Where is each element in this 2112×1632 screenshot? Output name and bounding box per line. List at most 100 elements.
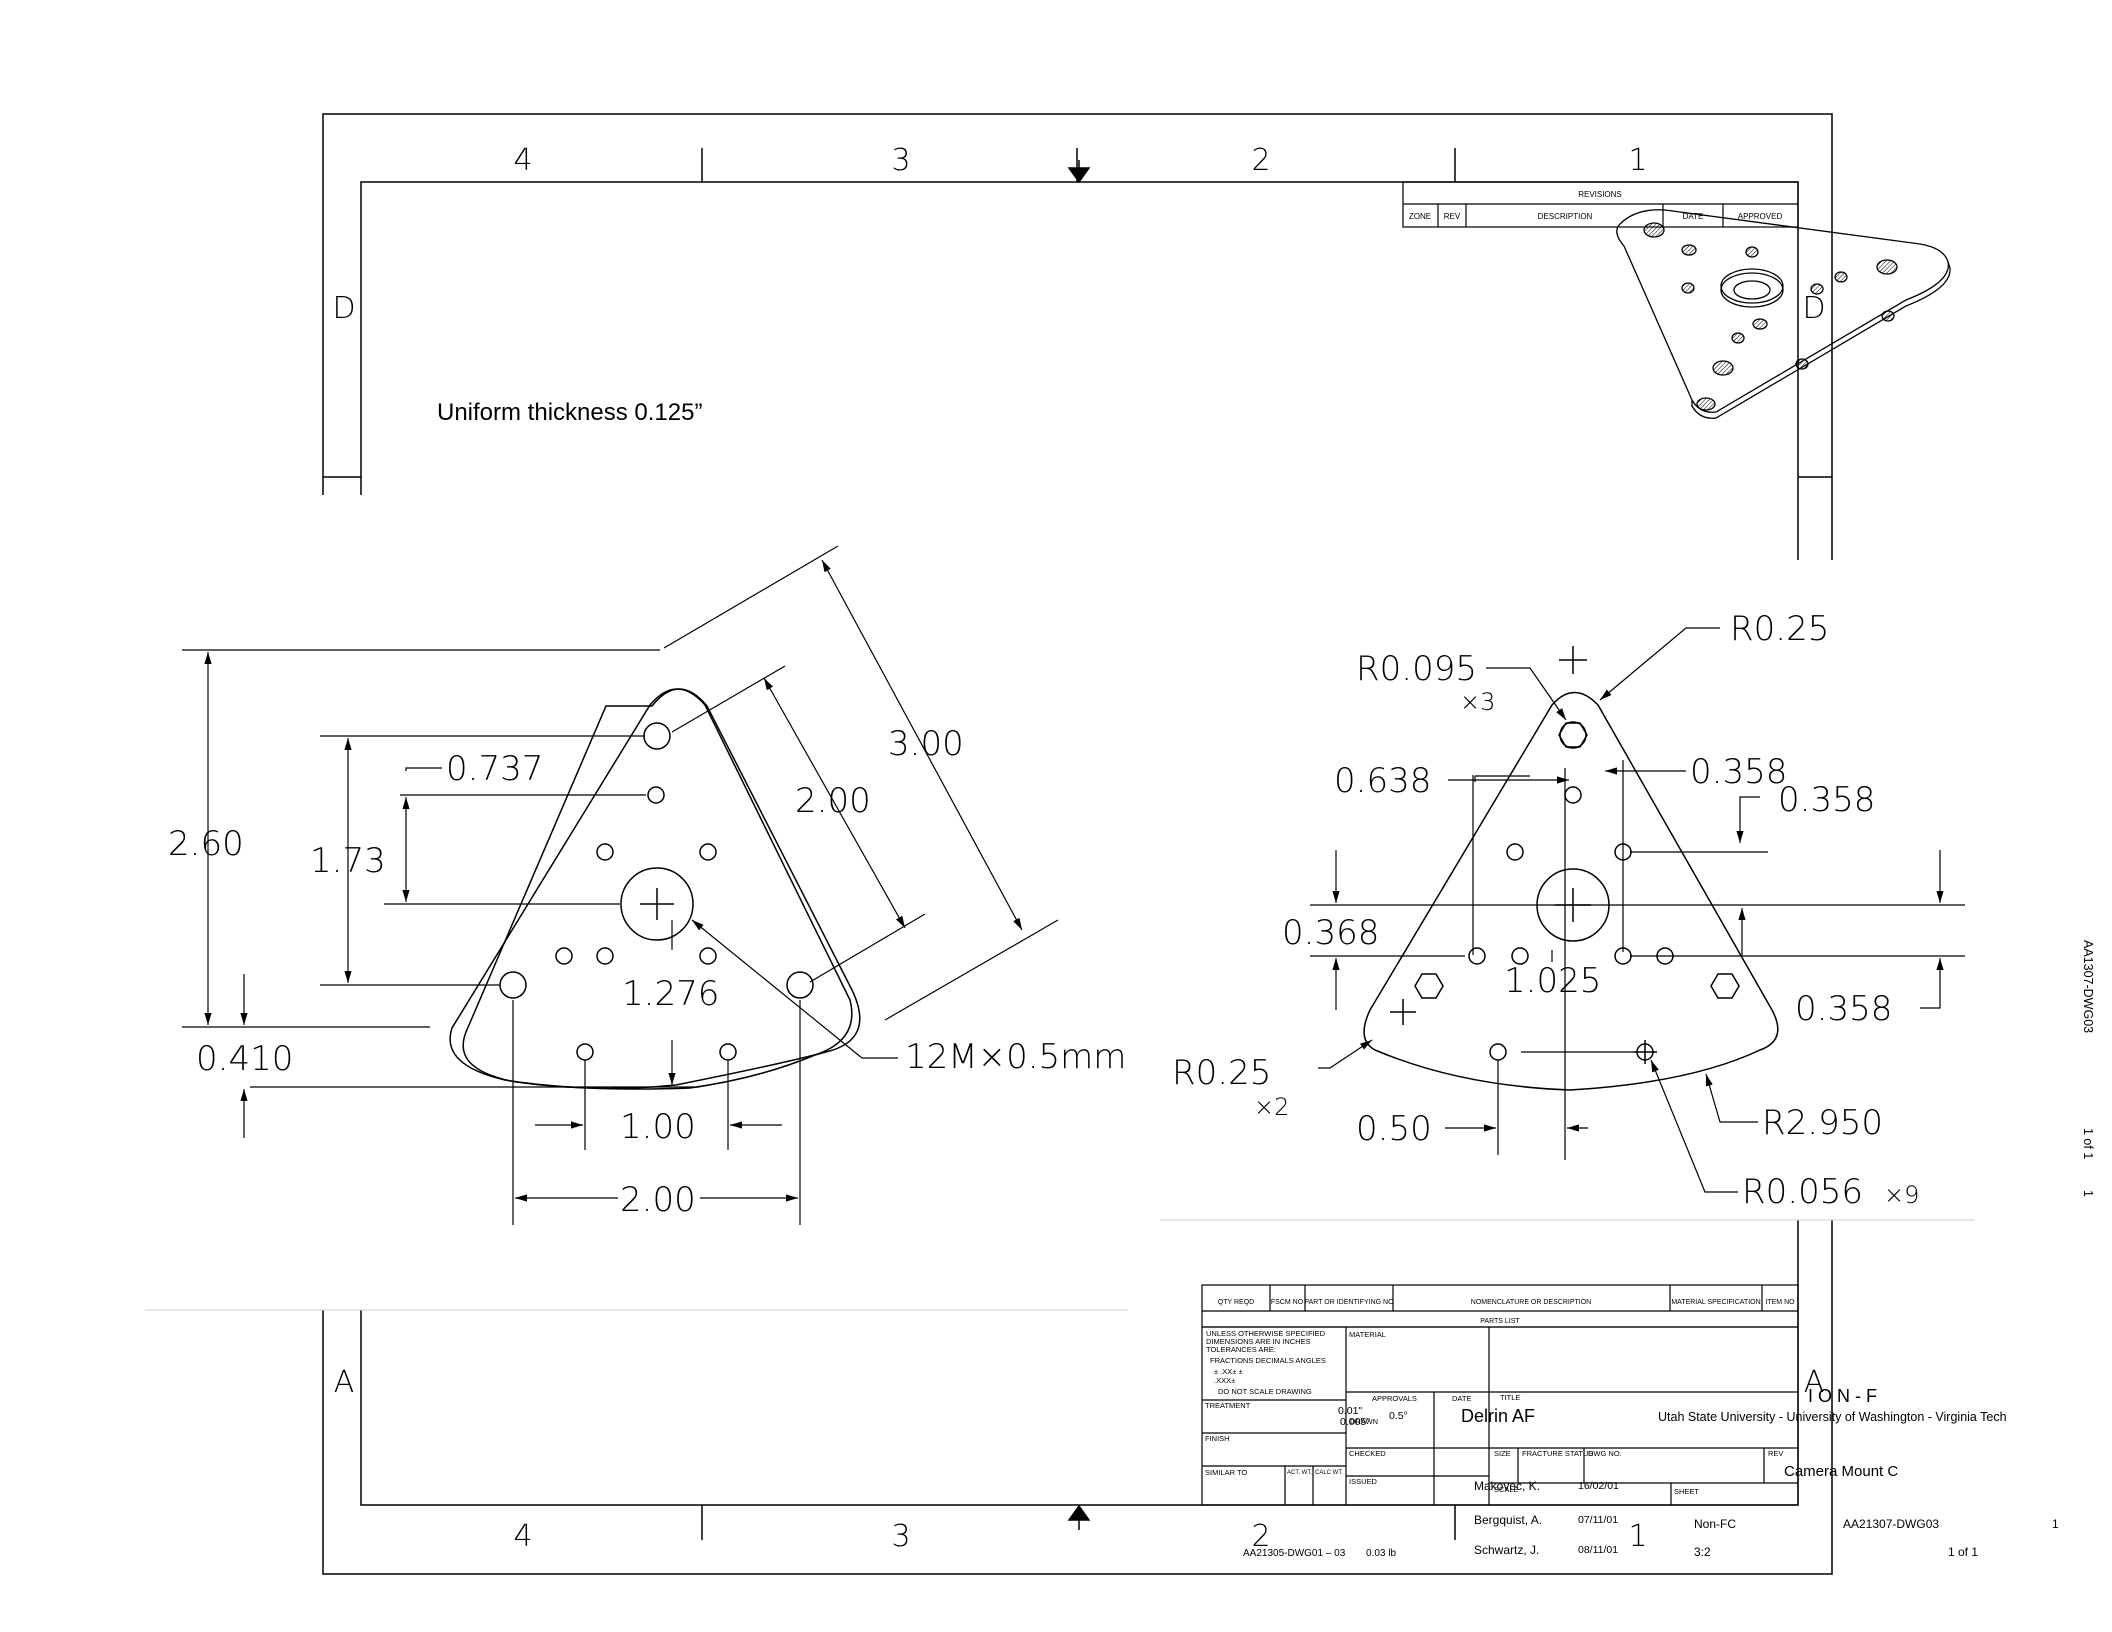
revisions-col-rev: REV [1444, 212, 1461, 221]
weight: 0.03 lb [1366, 1548, 1396, 1559]
left-view: 2.60 1.73 0.737 0.410 3.00 2.00 1.276 1.… [168, 545, 1126, 1225]
checked-date: 07/11/01 [1578, 1514, 1618, 1526]
right-view-dim-text: R0.095 ×3 R0.25 0.638 0.358 0.358 0.368 … [1172, 609, 1919, 1212]
dim-r0-25-count: ×2 [1254, 1093, 1289, 1121]
organization-name: I O N - F [1808, 1386, 1877, 1406]
treatment-label: TREATMENT [1205, 1401, 1251, 1410]
drawn-label: DRAWN [1350, 1417, 1378, 1426]
drawing-number: AA21307-DWG03 [1843, 1517, 1939, 1531]
dim-0-410: 0.410 [196, 1039, 293, 1079]
fracture-status: Non-FC [1694, 1517, 1736, 1531]
size-label: SIZE [1494, 1449, 1511, 1458]
revisions-col-approved: APPROVED [1738, 212, 1783, 221]
row-label-right-d: D [1802, 291, 1825, 326]
tol-line-5: ± .XX± ± [1214, 1367, 1243, 1376]
revisions-col-description: DESCRIPTION [1538, 212, 1593, 221]
side-rev: 1 [2081, 1190, 2095, 1197]
dim-0-50: 0.50 [1356, 1109, 1432, 1149]
thread-callout: 12M×0.5mm [905, 1037, 1126, 1077]
dim-r0-095: R0.095 [1356, 649, 1477, 689]
parts-list-col-nomenclature: NOMENCLATURE OR DESCRIPTION [1471, 1299, 1591, 1306]
dim-0-358-c: 0.358 [1795, 989, 1892, 1029]
parts-list-col-part: PART OR IDENTIFYING NO [1304, 1299, 1394, 1306]
dim-0-358-b: 0.358 [1778, 780, 1875, 820]
side-strip: AA1307-DWG03 1 of 1 1 [2081, 940, 2095, 1197]
rev-label: REV [1768, 1449, 1783, 1458]
dim-3-00: 3.00 [888, 724, 964, 764]
tolerance-decimal-3: 0.005" [1340, 1416, 1370, 1428]
checked-label: CHECKED [1349, 1449, 1386, 1458]
zone-label-bottom-2: 2 [1251, 1519, 1270, 1554]
sheet-number: 1 of 1 [1948, 1545, 1978, 1559]
approvals-label: APPROVALS [1372, 1394, 1417, 1403]
drawn-date: 16/02/01 [1578, 1480, 1619, 1492]
dim-2-00-diag: 2.00 [795, 781, 871, 821]
zone-label-top-4: 4 [513, 143, 532, 178]
title-block: UNLESS OTHERWISE SPECIFIED DIMENSIONS AR… [1201, 1326, 2059, 1559]
dim-0-368: 0.368 [1282, 913, 1379, 953]
checked-by: Bergquist, A. [1474, 1513, 1542, 1527]
finish-label: FINISH [1205, 1434, 1230, 1443]
parts-list-col-material: MATERIAL SPECIFICATION [1671, 1299, 1760, 1306]
parts-list: QTY REQD FSCM NO PART OR IDENTIFYING NO … [1201, 1284, 1799, 1328]
zone-label-top-1: 1 [1628, 143, 1647, 178]
drawing-rev: 1 [2052, 1517, 2059, 1531]
zone-label-bottom-1: 1 [1628, 1519, 1647, 1554]
row-label-left-d: D [332, 291, 355, 326]
dim-1-025: 1.025 [1504, 961, 1601, 1001]
dim-0-737: 0.737 [446, 749, 543, 789]
material-label: MATERIAL [1349, 1330, 1386, 1339]
act-wt-label: ACT. WT. [1287, 1470, 1312, 1476]
tolerance-angle: 0.5° [1389, 1410, 1408, 1422]
right-view-dims [1310, 627, 1965, 1193]
dim-1-00: 1.00 [620, 1107, 696, 1147]
revisions-col-zone: ZONE [1409, 212, 1431, 221]
date-label: DATE [1452, 1394, 1471, 1403]
dim-r0-056-count: ×9 [1884, 1181, 1919, 1209]
issued-date: 08/11/01 [1578, 1544, 1618, 1556]
tol-line-1: UNLESS OTHERWISE SPECIFIED [1206, 1329, 1326, 1338]
dim-r0-25-top: R0.25 [1730, 609, 1829, 649]
parts-list-label: PARTS LIST [1480, 1318, 1520, 1325]
tol-line-3: TOLERANCES ARE: [1206, 1345, 1276, 1354]
zone-label-top-3: 3 [891, 143, 910, 178]
dim-r0-056: R0.056 [1742, 1172, 1863, 1212]
issued-by: Schwartz, J. [1474, 1543, 1539, 1557]
similar-label: SIMILAR TO [1205, 1468, 1247, 1477]
dim-0-358-a: 0.358 [1690, 752, 1787, 792]
tol-line-2: DIMENSIONS ARE IN INCHES [1206, 1337, 1311, 1346]
revisions-col-date: DATE [1683, 212, 1704, 221]
side-sheet: 1 of 1 [2081, 1128, 2095, 1159]
left-view-dim-text: 2.60 1.73 0.737 0.410 3.00 2.00 1.276 1.… [168, 724, 1126, 1220]
side-drawing-number: AA1307-DWG03 [2081, 940, 2095, 1033]
drawn-by: Makovec, K. [1474, 1479, 1540, 1493]
revisions-title: REVISIONS [1578, 190, 1622, 199]
left-view-outline [449, 688, 861, 1090]
left-view-dims [182, 545, 1059, 1225]
issued-label: ISSUED [1349, 1477, 1378, 1486]
dim-1-276: 1.276 [622, 974, 719, 1014]
tol-line-7: DO NOT SCALE DRAWING [1218, 1387, 1312, 1396]
title-label: TITLE [1500, 1393, 1520, 1402]
tolerance-decimal-2: 0.01" [1338, 1405, 1362, 1417]
calc-wt-label: CALC WT [1315, 1470, 1342, 1476]
part-title: Camera Mount C [1784, 1463, 1898, 1480]
zone-labels: 4 3 2 1 4 3 2 1 D A D A [332, 143, 1825, 1554]
dim-2-00-bottom: 2.00 [620, 1180, 696, 1220]
zone-label-top-2: 2 [1251, 143, 1270, 178]
material-value: Delrin AF [1461, 1406, 1535, 1426]
parts-list-col-fscm: FSCM NO [1271, 1299, 1304, 1306]
sheet-label: SHEET [1674, 1487, 1699, 1496]
right-view: R0.095 ×3 R0.25 0.638 0.358 0.358 0.368 … [1172, 609, 1965, 1212]
dwg-label: DWG NO. [1588, 1449, 1622, 1458]
dim-r0-095-count: ×3 [1460, 688, 1495, 716]
zone-label-bottom-3: 3 [891, 1519, 910, 1554]
drawing-scale: 3:2 [1694, 1545, 1711, 1559]
dim-r0-25-bottom: R0.25 [1172, 1053, 1271, 1093]
organization-subtitle: Utah State University - University of Wa… [1658, 1410, 2007, 1424]
fracture-label: FRACTURE STATUS [1522, 1449, 1593, 1458]
scale-label: SCALE [1494, 1485, 1519, 1494]
row-label-left-a: A [334, 1365, 355, 1400]
similar-to: AA21305-DWG01 – 03 [1243, 1548, 1346, 1559]
thickness-note: Uniform thickness 0.125” [437, 399, 702, 426]
